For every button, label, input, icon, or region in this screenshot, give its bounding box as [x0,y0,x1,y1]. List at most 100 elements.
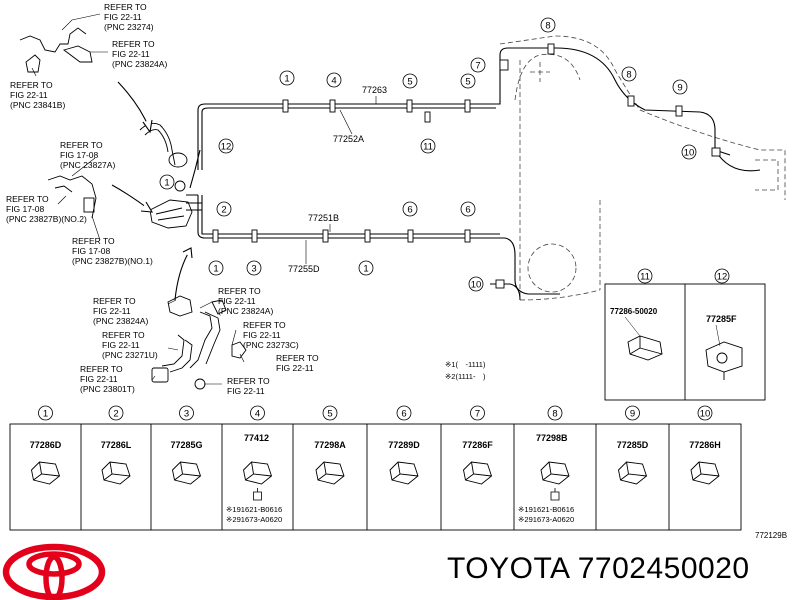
callout-circle: 10 [468,276,484,292]
callout-number: 6 [407,205,412,216]
inset-leader [715,324,721,347]
callout-circle: 7 [470,57,486,73]
table-part-number: 77298A [314,440,346,450]
brand-caption: TOYOTA 7702450020 [447,552,750,585]
table-note: ※191621-B0616 [226,505,282,514]
date-note: ※2(1111- ) [445,372,486,381]
callout-number: 9 [677,83,682,94]
callout-number: 10 [684,148,695,159]
table-callout-number: 2 [113,409,118,420]
table-callout-number: 10 [700,409,711,420]
callout-circle: 11 [420,138,436,154]
table-part-number: 77286D [30,440,62,450]
callout-number: 7 [475,61,480,72]
callout-number: 3 [251,264,256,275]
callout-circle: 9 [672,79,688,95]
table-callout-number: 9 [630,409,635,420]
clip-sketch [243,461,273,485]
clip-sketch [690,461,720,485]
line-part-numbers: 77263 77252A 77251B 77255D [288,85,387,274]
callout-number: 1 [363,264,368,275]
line-clamps [212,43,721,289]
table-callout-number: 3 [184,409,189,420]
clip-sketch [540,461,570,485]
callout-number: 1 [284,74,289,85]
callout-circle: 2 [216,201,232,217]
callout-circle: 6 [402,201,418,217]
parts-table-cell: 9 77285D [595,405,649,530]
table-callout-circle [697,405,713,421]
callout-number: 12 [221,142,232,153]
table-callout-number: 4 [255,409,260,420]
bolt-sketch [550,488,560,501]
inset-part-number: 77286-50020 [610,307,658,316]
line-part-77252a: 77252A [333,134,364,144]
clip-sketch [101,461,131,485]
callout-circle: 1 [279,70,295,86]
table-callout-number: 8 [552,409,557,420]
inset-callout-circle [637,268,653,284]
table-callout-number: 1 [43,409,48,420]
bolt-sketch [253,488,262,501]
callout-number: 1 [213,264,218,275]
callout-circle: 3 [246,260,262,276]
table-part-number: 77412 [244,433,269,443]
callout-circle: 1 [208,260,224,276]
parts-table-cell: 3 77285G [150,405,203,530]
inset-parts-box: 77286-50020 77285F [604,283,766,401]
inset-callout-circle [714,268,730,284]
table-callout-circle [322,405,338,421]
callout-number: 5 [465,77,470,88]
table-part-number: 77298B [536,433,568,443]
callout-number: 1 [164,178,169,189]
table-part-number: 77285G [170,440,202,450]
table-callout-circle [625,405,640,421]
callout-number: 6 [465,205,470,216]
table-part-number: 77285D [617,440,649,450]
table-part-number: 77289D [388,440,420,450]
clip-sketch [315,461,345,485]
inset-callout-number: 12 [717,272,728,283]
table-callout-number: 7 [475,409,480,420]
inset-callout-number: 11 [640,272,650,283]
parts-table-cell: 1 77286D [30,405,62,485]
parts-table-cell: 5 77298A [292,405,346,530]
callout-circle: 6 [460,201,476,217]
table-callout-circle [470,405,485,421]
table-part-number: 77286F [462,440,493,450]
line-part-77255d: 77255D [288,264,320,274]
table-callout-circle [250,405,265,421]
callout-circle: 8 [621,66,637,82]
callout-circle: 1 [358,260,374,276]
callout-number: 2 [221,205,226,216]
table-callout-number: 5 [327,409,332,420]
table-callout-circle [396,405,412,421]
vehicle-body-outline [499,35,786,301]
callout-number: 4 [331,76,336,87]
reference-leaders [31,13,245,385]
table-part-number: 77286H [689,440,721,450]
callout-circle: 10 [681,144,697,160]
table-callout-circle [179,405,194,421]
clip-sketch [31,461,61,485]
inset-leader [624,316,641,337]
table-callout-circle [547,405,563,421]
callout-circle: 4 [326,72,342,88]
